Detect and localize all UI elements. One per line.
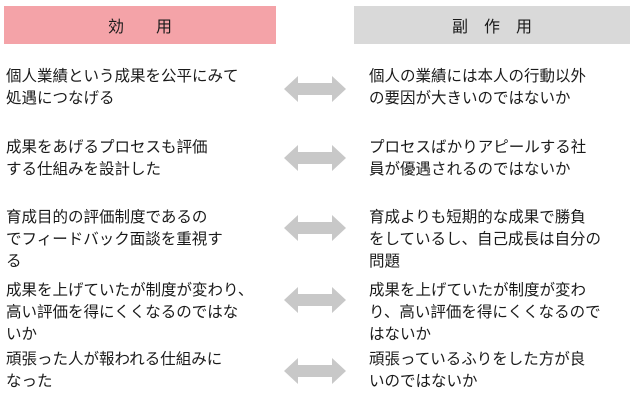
effect-text-5: 頑張った人が報われる仕組みに なった: [6, 350, 223, 390]
side-effect-text-3: 育成よりも短期的な成果で勝負 をしているし、自己成長は自分の 問題: [369, 208, 602, 270]
effect-text-3: 育成目的の評価制度であるの でフィードバック面談を重視す る: [6, 208, 223, 270]
side-effect-header: 副 作 用: [354, 6, 630, 44]
effect-header: 効 用: [4, 6, 276, 44]
double-arrow-icon: [284, 215, 346, 241]
effect-text-2: 成果をあげるプロセスも評価 する仕組みを設計した: [6, 138, 208, 178]
double-arrow-icon: [284, 76, 346, 102]
double-arrow-icon: [284, 287, 346, 313]
side-effect-text-5: 頑張っているふりをした方が良 いのではないか: [369, 350, 586, 390]
side-effect-header-label: 副 作 用: [451, 17, 532, 36]
effect-header-label: 効 用: [107, 17, 172, 36]
side-effect-text-1: 個人の業績には本人の行動以外 の要因が大きいのではないか: [369, 67, 587, 107]
side-effect-text-4: 成果を上げていたが制度が変わ り、高い評価を得にくくなるので はないか: [369, 281, 601, 343]
effect-text-1: 個人業績という成果を公平にみて 処遇につなげる: [6, 67, 239, 107]
side-effect-text-2: プロセスばかりアピールする社 員が優遇されるのではないか: [369, 138, 587, 178]
effect-text-4: 成果を上げていたが制度が変わり、 高い評価を得にくくなるのではな いか: [6, 281, 254, 343]
double-arrow-icon: [284, 358, 346, 384]
double-arrow-icon: [284, 145, 346, 171]
